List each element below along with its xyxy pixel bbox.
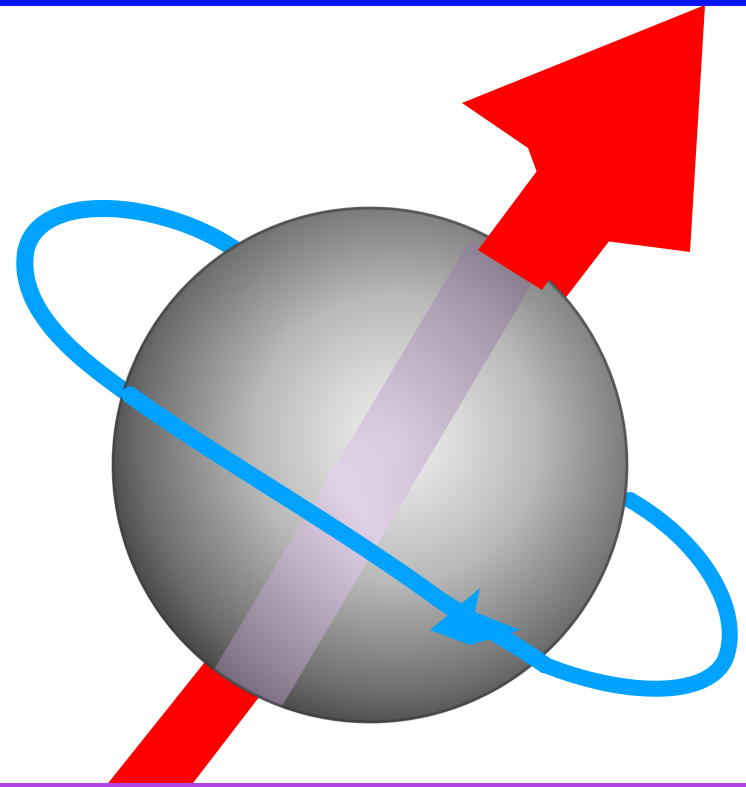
- bottom-border: [0, 783, 746, 787]
